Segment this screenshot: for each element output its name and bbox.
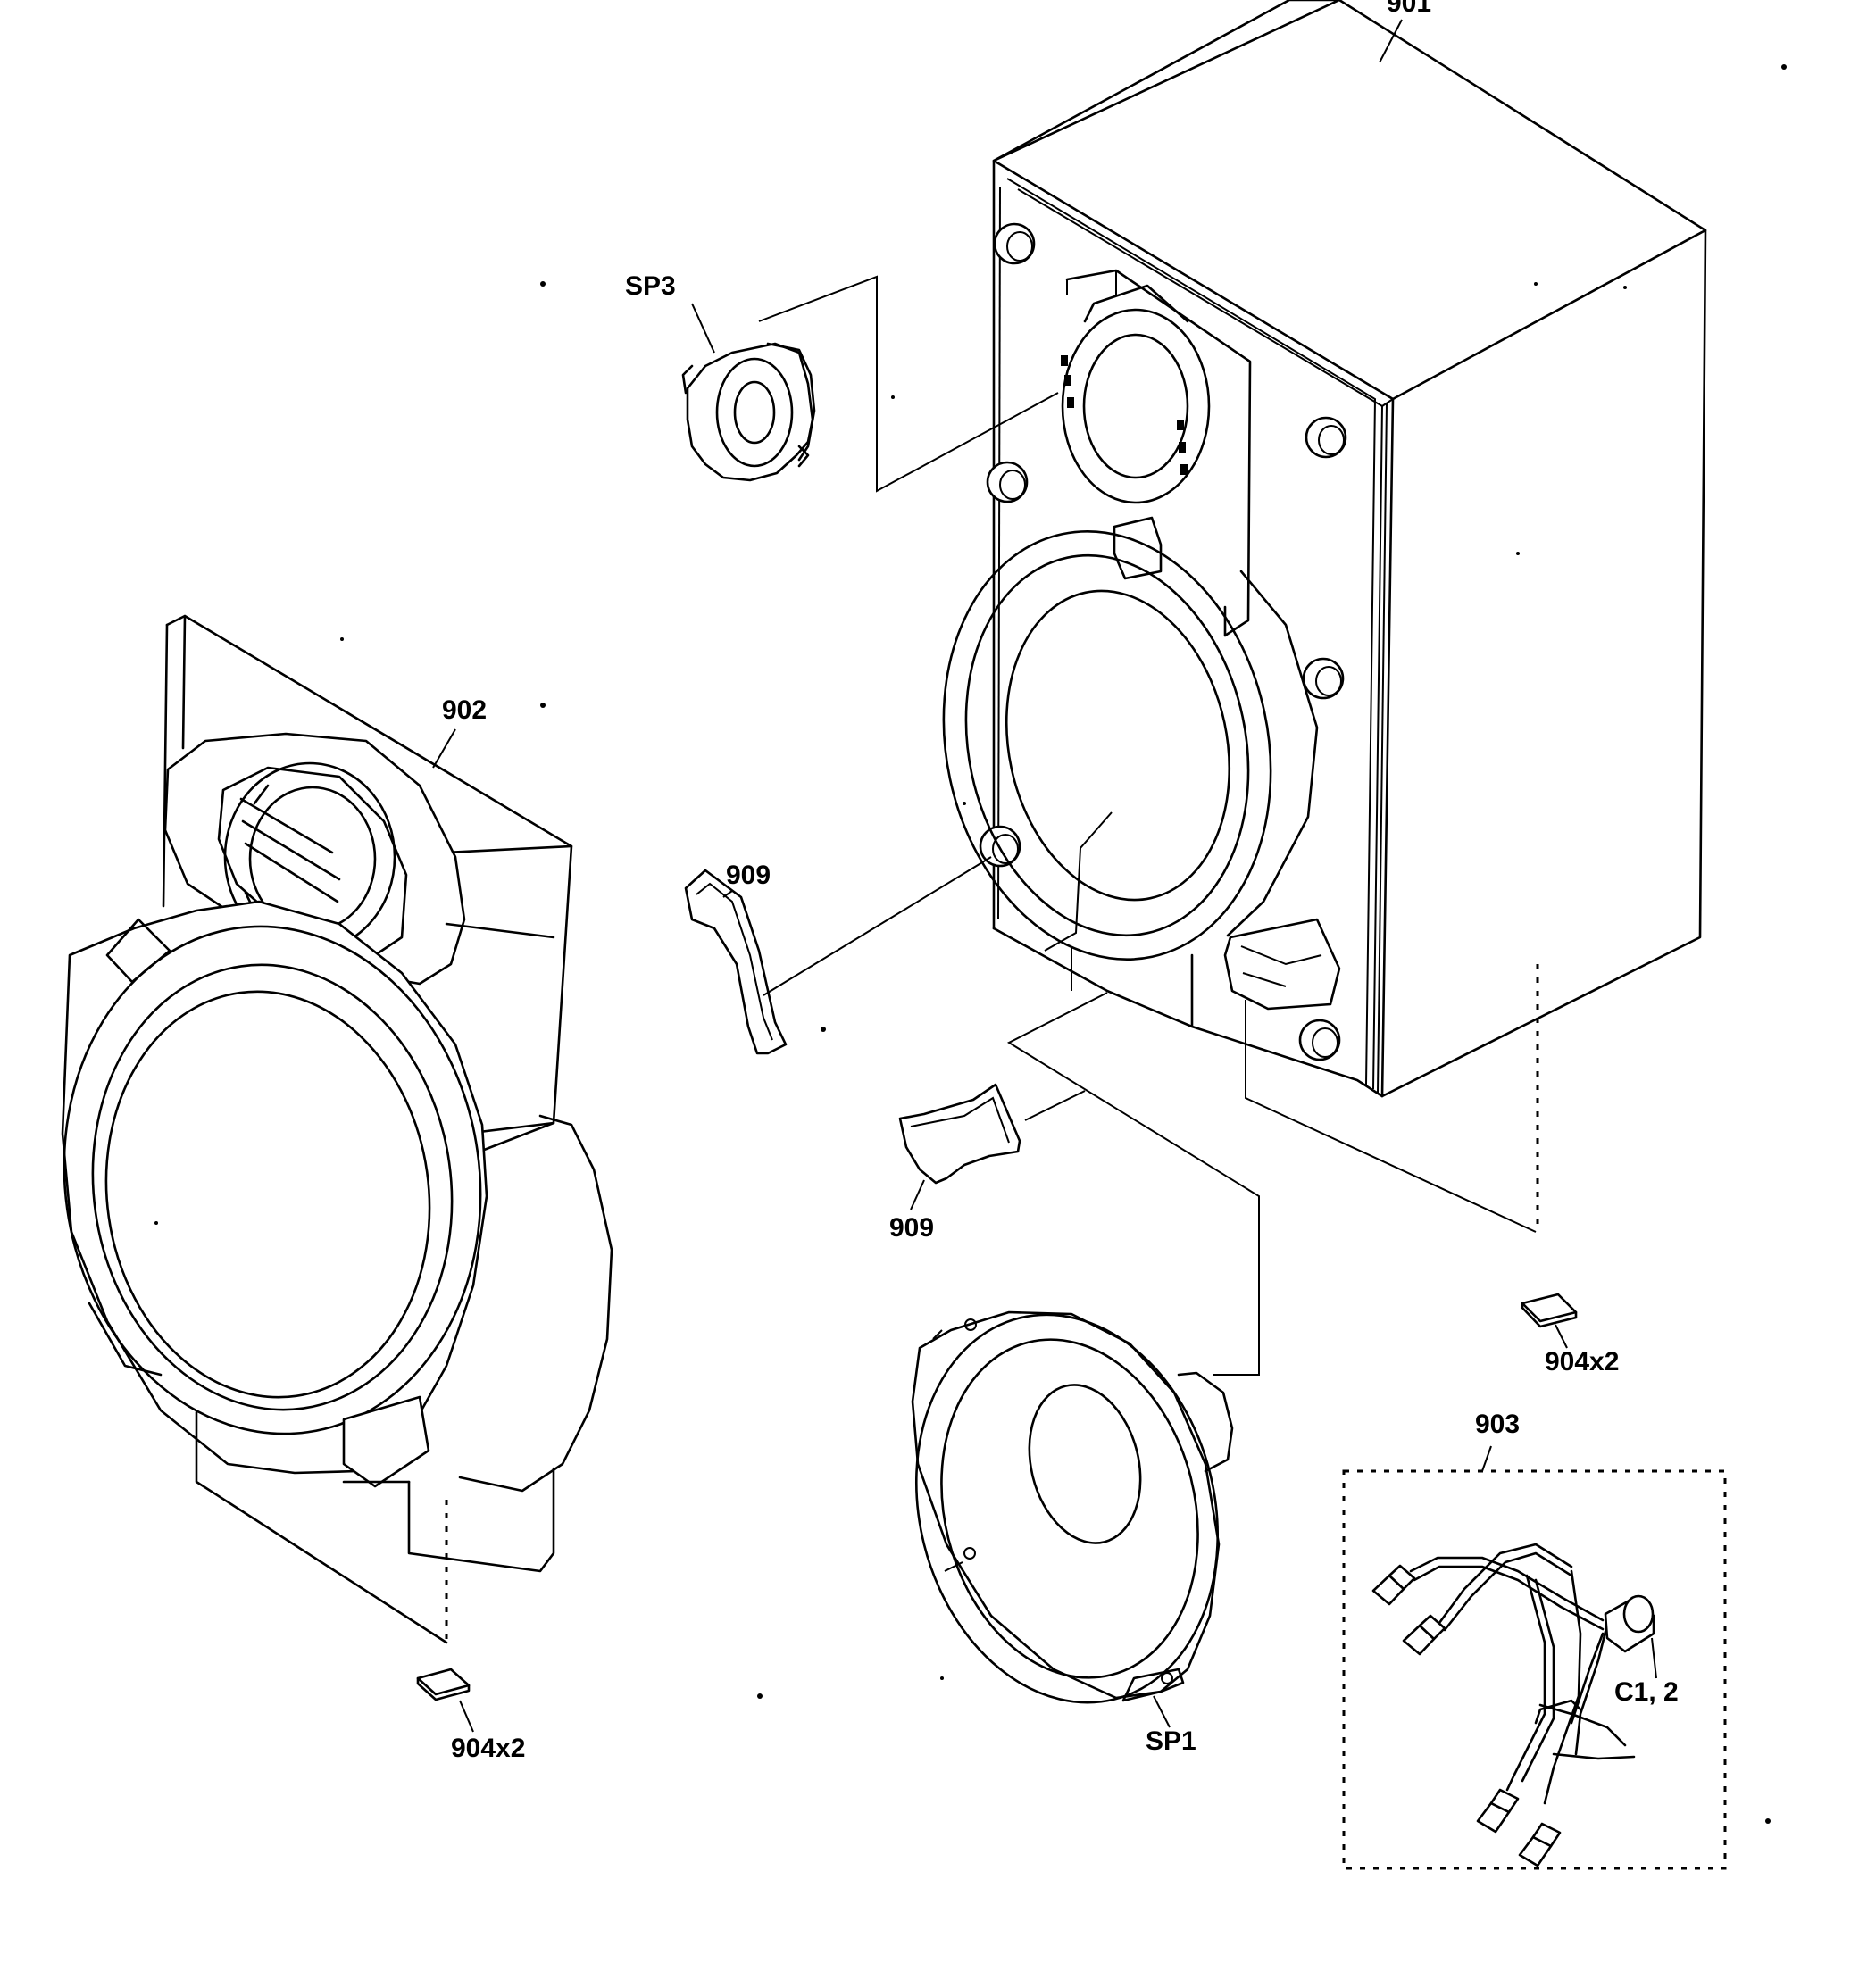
cabinet-peg	[993, 222, 1036, 265]
label-909-upper: 909	[726, 861, 771, 890]
leader-sp3	[691, 303, 715, 354]
cabinet-901	[942, 0, 1707, 1233]
label-903: 903	[1475, 1410, 1520, 1439]
wire-harness-903	[1371, 1543, 1655, 1867]
wire-harness-903-box	[1342, 1469, 1727, 1870]
leader-902	[432, 728, 456, 769]
label-sp1: SP1	[1146, 1726, 1196, 1756]
capacitor-c1-2	[1604, 1594, 1655, 1653]
tweeter-guide-line	[758, 275, 1059, 493]
label-sp3: SP3	[625, 271, 676, 301]
port-909-lower	[898, 1083, 1021, 1185]
port-upper-guide-line	[763, 856, 992, 996]
tweeter-sp3	[681, 342, 816, 482]
cabinet-peg	[1302, 657, 1345, 700]
leader-c1-2	[1651, 1637, 1657, 1679]
cabinet-peg	[1305, 416, 1347, 459]
foot-904-right	[1521, 1293, 1578, 1328]
leader-909-lower	[910, 1179, 925, 1210]
label-c1-2: C1, 2	[1614, 1677, 1679, 1707]
port-lower-guide-line	[1024, 1090, 1086, 1121]
cabinet-peg	[986, 461, 1029, 503]
cabinet-peg	[1298, 1019, 1341, 1061]
leader-909-upper	[722, 890, 733, 898]
label-901: 901	[1387, 0, 1431, 18]
print-specks	[154, 64, 1787, 1824]
front-grille-902	[61, 614, 613, 1644]
connector-terminal	[1518, 1822, 1562, 1867]
connector-terminal	[1402, 1614, 1446, 1656]
leader-sp1	[1153, 1695, 1171, 1728]
leader-904-left	[459, 1700, 474, 1733]
label-904-right: 904x2	[1545, 1347, 1619, 1377]
leader-901	[1379, 19, 1403, 63]
woofer-guide-line	[1006, 992, 1260, 1376]
port-909-upper	[684, 869, 788, 1055]
label-904-left: 904x2	[451, 1734, 525, 1763]
label-902: 902	[442, 695, 487, 725]
foot-904-left	[416, 1668, 471, 1701]
label-909-lower: 909	[889, 1213, 934, 1243]
connector-terminal	[1371, 1564, 1416, 1606]
leader-903	[1481, 1445, 1492, 1472]
woofer-sp1	[911, 1310, 1234, 1704]
connector-terminal	[1476, 1788, 1520, 1834]
leader-904-right	[1555, 1324, 1568, 1349]
